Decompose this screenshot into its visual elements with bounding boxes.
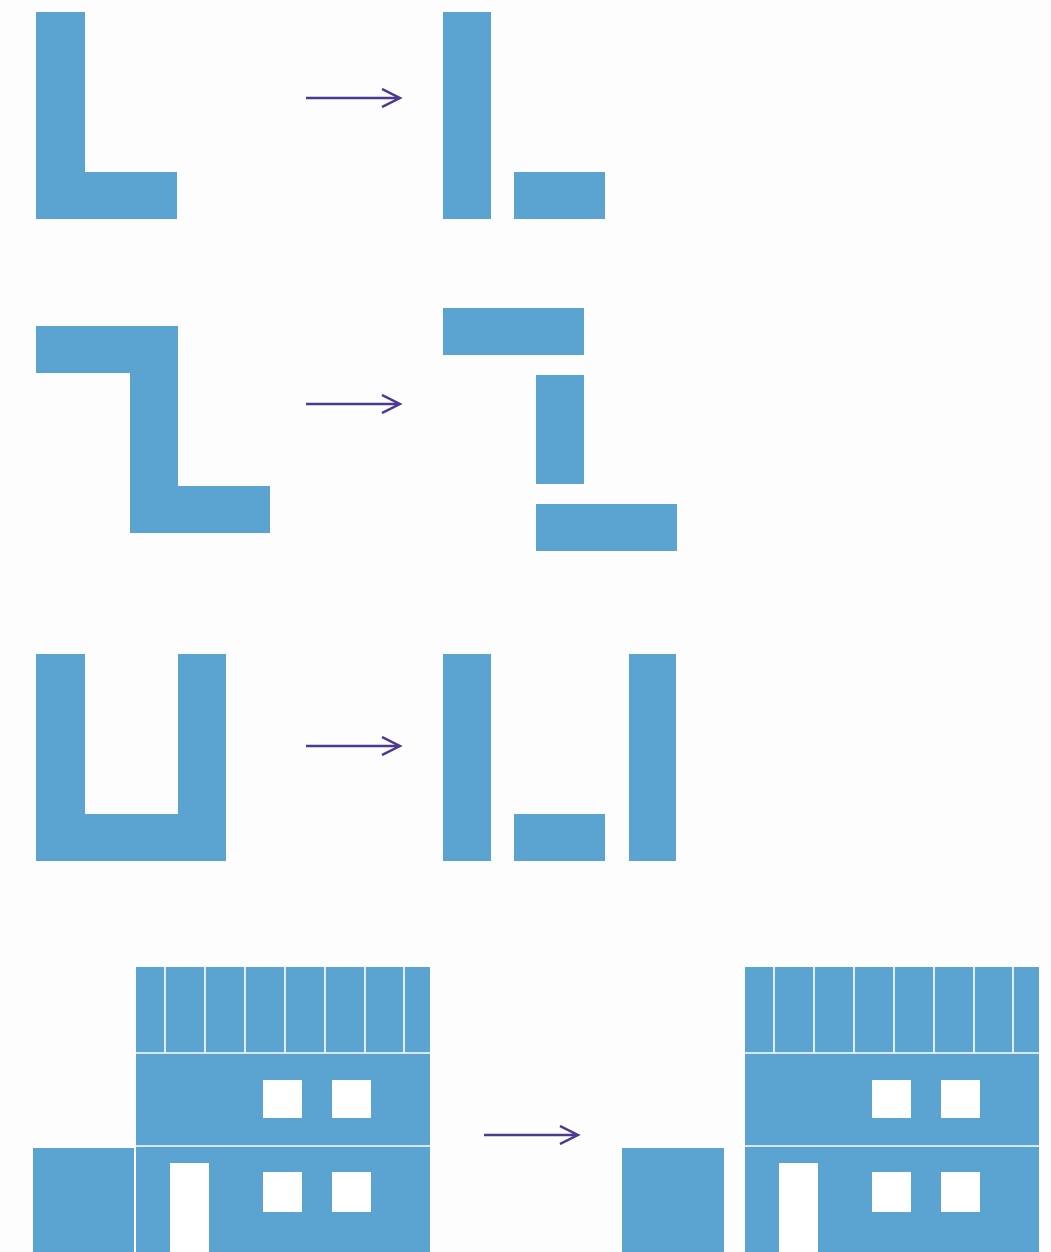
z-split-top [443,308,584,355]
right-arrow-icon [306,87,403,109]
window [941,1080,980,1118]
z-bottom-bar [130,486,270,533]
l-split-vertical [443,12,491,219]
u-split-right [629,654,676,861]
window [872,1080,911,1118]
right-arrow-icon [484,1124,581,1146]
door [779,1163,818,1252]
right-arrow-icon [306,393,403,415]
door [170,1163,209,1252]
window [263,1080,302,1118]
facade-lines [136,967,430,1147]
z-split-bottom [536,504,677,551]
facade-lines [745,967,1039,1147]
right-arrow-icon [306,735,403,757]
l-split-horizontal [514,172,605,219]
z-split-vertical [536,375,584,484]
window [332,1172,371,1212]
annex-block [33,1148,134,1252]
u-right-bar [178,654,226,861]
window [872,1172,911,1212]
u-split-bottom [514,814,605,861]
u-split-left [443,654,491,861]
l-horizontal-bar [36,172,177,219]
window [263,1172,302,1212]
annex-block-separated [622,1148,724,1252]
window [332,1080,371,1118]
window [941,1172,980,1212]
